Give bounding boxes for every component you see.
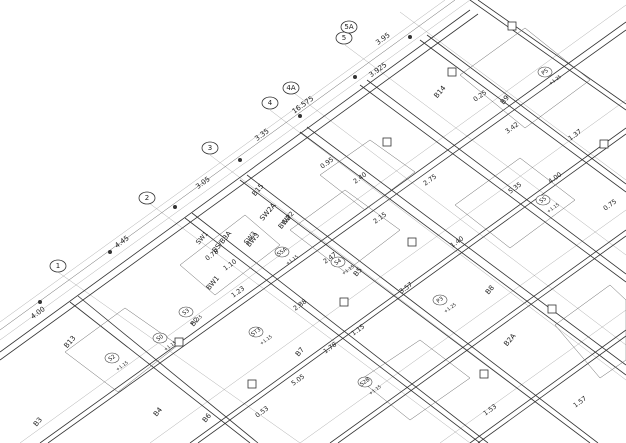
dimension-text: 3.925 bbox=[368, 61, 389, 79]
grid-marker-label: 1 bbox=[56, 262, 60, 270]
dimension-text: 16.575 bbox=[291, 95, 316, 116]
slab-level-label: +1.15 bbox=[546, 202, 561, 215]
slab-tag-circle bbox=[248, 326, 264, 338]
slab-tag-label: S0 bbox=[156, 334, 166, 343]
grid-marker-layer: 1 2 3 4 4A 5 5A bbox=[49, 20, 358, 273]
slab-tag-circle bbox=[330, 256, 346, 268]
span-length-label: 0.75 bbox=[602, 198, 618, 213]
beam-label-layer: B13B15B14B2B4B5B6B7B8B9B2AB3BS/B3ABW1BW2… bbox=[32, 84, 518, 428]
slab-tag-circle bbox=[537, 66, 553, 78]
grid-marker-label: 3 bbox=[208, 144, 212, 152]
grid-marker-circle bbox=[261, 96, 279, 110]
beam-label: B8 bbox=[484, 284, 496, 296]
slab-tag-circle bbox=[357, 376, 373, 388]
slab-tag-label: S2B bbox=[359, 377, 371, 388]
slab-tag-label: P3 bbox=[436, 296, 445, 305]
span-length-label: 2.15 bbox=[372, 211, 388, 226]
dimension-text: 4.00 bbox=[29, 305, 46, 321]
dimension-text: 3.05 bbox=[194, 175, 211, 191]
slab-tag-label: S4 bbox=[334, 258, 344, 267]
slab-tag-label: S2 bbox=[108, 354, 117, 363]
slab-tag-label: P5 bbox=[541, 68, 550, 77]
slab-tag-label: ST3 bbox=[250, 327, 262, 338]
grid-marker-label: 5 bbox=[342, 34, 346, 42]
beam-label: BW1 bbox=[205, 274, 221, 291]
slab-level-label: +1.15 bbox=[368, 384, 383, 397]
slab-level-label: +1.25 bbox=[548, 74, 563, 87]
column-markers bbox=[174, 21, 609, 389]
span-length-label: 1.10 bbox=[222, 258, 238, 273]
span-length-label: 1.15 bbox=[350, 323, 366, 338]
span-length-label: 1.53 bbox=[482, 403, 498, 418]
span-label-layer: 0.781.101.232.472.883.571.151.781.405.35… bbox=[204, 89, 618, 420]
beam-label: B13 bbox=[63, 334, 78, 350]
grid-marker-circle bbox=[138, 191, 156, 205]
span-length-label: 0.53 bbox=[254, 405, 270, 420]
span-length-label: 1.37 bbox=[567, 128, 583, 143]
grid-marker-label: 5A bbox=[344, 23, 353, 31]
slab-tag-circle bbox=[535, 194, 551, 206]
slab-tag-label: S5 bbox=[539, 196, 549, 205]
dimension-text: 3.35 bbox=[253, 127, 270, 143]
slab-tag-circle bbox=[152, 332, 168, 344]
slab-tag-circle bbox=[178, 306, 194, 318]
span-length-label: 3.42 bbox=[504, 121, 520, 136]
span-length-label: 2.75 bbox=[422, 173, 438, 188]
grid-marker-circle bbox=[340, 20, 358, 34]
span-length-label: 1.23 bbox=[230, 285, 246, 300]
span-length-label: 1.40 bbox=[449, 235, 465, 250]
grid-marker-circle bbox=[201, 141, 219, 155]
slab-level-label: +1.25 bbox=[443, 302, 458, 315]
dimension-ticks bbox=[0, 0, 456, 331]
grid-marker-label: 2 bbox=[145, 194, 149, 202]
slab-tag-circle bbox=[104, 352, 120, 364]
span-length-label: 4.00 bbox=[547, 171, 563, 186]
span-length-label: 1.57 bbox=[572, 395, 588, 410]
beam-label: B4 bbox=[152, 405, 164, 418]
beam-label: B3 bbox=[32, 416, 44, 428]
beam-label: SW2A bbox=[258, 201, 278, 222]
beam-label: B7 bbox=[294, 346, 306, 358]
slab-tag-circle bbox=[432, 294, 448, 306]
span-length-label: 0.25 bbox=[472, 89, 488, 104]
grid-marker-circle bbox=[49, 259, 67, 273]
slab-tag-circle bbox=[274, 246, 290, 258]
slab-level-label: +1.15 bbox=[115, 360, 130, 373]
grid-marker-label: 4A bbox=[286, 84, 295, 92]
slab-tag-label: S5A bbox=[276, 247, 288, 258]
grid-marker-label: 4 bbox=[268, 99, 273, 107]
dimension-text: 3.95 bbox=[374, 31, 391, 47]
slab-level-label: +1.15 bbox=[259, 334, 274, 347]
beam-label: B2A bbox=[502, 332, 517, 348]
beam-label: B14 bbox=[433, 84, 448, 100]
slab-tag-label: S3 bbox=[182, 308, 192, 317]
grid-marker-circle bbox=[282, 81, 300, 95]
span-length-label: 5.35 bbox=[507, 181, 523, 196]
